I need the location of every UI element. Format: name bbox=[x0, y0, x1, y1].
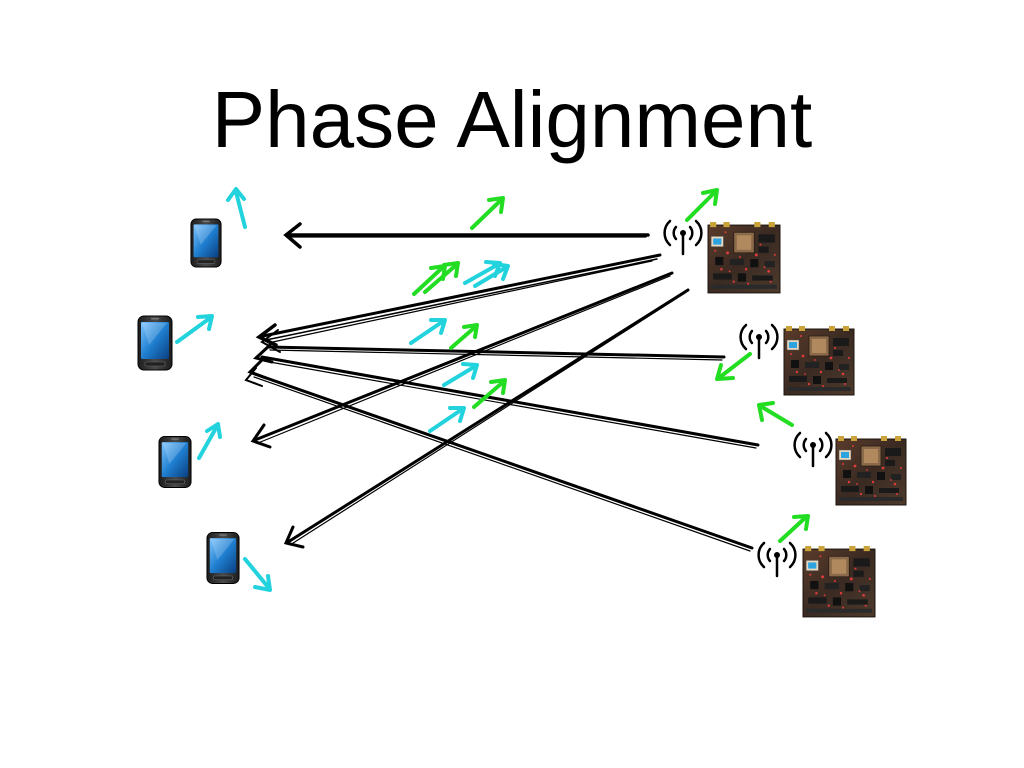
sdr-board-icon bbox=[835, 436, 907, 506]
phase-arrow-icon bbox=[449, 323, 479, 350]
client-phone-1 bbox=[190, 218, 222, 268]
sdr-board-icon bbox=[783, 326, 855, 396]
phase-arrow-icon bbox=[226, 187, 247, 229]
phase-arrow-icon bbox=[243, 557, 272, 592]
wireless-broadcast-icon bbox=[757, 541, 797, 578]
client-phone-4 bbox=[206, 532, 240, 584]
phase-arrow-icon bbox=[778, 514, 810, 543]
signal-path-ap3-client2 bbox=[260, 355, 760, 449]
slide-title: Phase Alignment bbox=[211, 75, 813, 164]
phase-arrow-icon bbox=[409, 318, 447, 345]
access-point-2 bbox=[739, 323, 855, 396]
client-phone-2 bbox=[137, 315, 173, 371]
access-point-3 bbox=[793, 431, 907, 506]
signal-path-ap1-client4 bbox=[283, 288, 690, 549]
wireless-broadcast-icon bbox=[663, 219, 703, 256]
signal-paths bbox=[244, 222, 760, 552]
clients bbox=[137, 218, 240, 584]
access-point-4 bbox=[757, 541, 876, 618]
signal-path-ap4-client2 bbox=[250, 371, 754, 552]
signal-path-ap2-client2 bbox=[266, 345, 726, 361]
phase-arrows bbox=[175, 187, 810, 592]
phase-arrow-icon bbox=[442, 362, 479, 387]
phase-arrow-icon bbox=[197, 422, 222, 460]
phase-arrow-icon bbox=[473, 262, 510, 288]
phase-arrow-icon bbox=[472, 378, 507, 409]
signal-path-ap1-client1 bbox=[283, 222, 650, 249]
wireless-broadcast-icon bbox=[793, 431, 833, 468]
access-point-1 bbox=[663, 219, 781, 294]
wireless-broadcast-icon bbox=[739, 323, 779, 360]
sdr-board-icon bbox=[802, 546, 876, 618]
signal-path-ap1-client3 bbox=[250, 271, 674, 449]
phase-arrow-icon bbox=[757, 401, 794, 427]
signal-path-ap1-client2 bbox=[261, 253, 662, 344]
phase-arrow-icon bbox=[428, 406, 466, 433]
phase-arrow-icon bbox=[685, 188, 719, 222]
phase-arrow-icon bbox=[715, 352, 752, 381]
client-phone-3 bbox=[158, 436, 192, 488]
sdr-board-icon bbox=[707, 222, 781, 294]
signal-arrowheads-client2 bbox=[244, 323, 281, 387]
phase-arrow-icon bbox=[470, 196, 505, 230]
phase-arrow-icon bbox=[175, 314, 214, 344]
phase-arrow-icon bbox=[423, 261, 460, 294]
